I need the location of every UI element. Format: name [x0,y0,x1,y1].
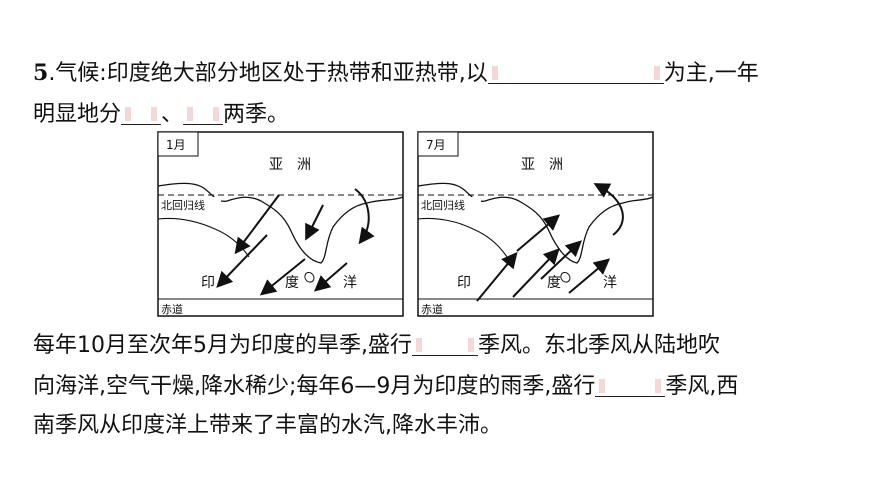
wind-arrow [234,194,280,255]
paragraph-text-2a: 向海洋,空气干燥,降水稀少;每年6—9月为印度的雨季,盛行 [33,374,596,399]
ocean-char-1: 印 [201,275,215,291]
question-text-1b: 为主,一年 [663,61,759,86]
question-text-1: .气候:印度绝大部分地区处于热带和亚热带,以 [48,61,488,86]
tropic-label: 北回归线 [161,198,205,212]
answer-blank-wet-monsoon[interactable] [595,372,666,397]
wind-arrow [516,214,561,252]
tropic-label: 北回归线 [421,198,465,212]
paragraph-text-2b: 季风,西 [665,374,739,399]
wind-arrows-southwest [476,183,624,302]
ocean-char-3: 洋 [343,275,357,291]
paragraph-text-1a: 每年10月至次年5月为印度的旱季,盛行 [33,333,412,358]
ocean-char-2: 度 [547,275,561,291]
separator: 、 [161,102,184,127]
question-number: 5 [33,60,49,86]
month-label: 7月 [426,138,446,152]
wind-arrow [216,234,268,288]
wind-arrow [313,262,348,292]
wind-arrow [568,258,611,294]
wind-arrow [259,258,306,296]
coastline [417,182,654,264]
answer-blank-dry-monsoon[interactable] [412,331,478,356]
map-frame [157,131,404,317]
ocean-char-2: 度 [285,275,299,291]
wind-arrow [512,248,560,298]
paragraph-text-3: 南季风从印度洋上带来了丰富的水汽,降水丰沛。 [33,413,502,438]
wind-arrow [476,251,518,302]
paragraph-line-1: 每年10月至次年5月为印度的旱季,盛行 季风。东北季风从陆地吹 [33,331,720,360]
equator-label: 赤道 [161,302,183,316]
question-text-2b: 两季。 [223,102,290,127]
wind-arrows-northeast [216,188,375,296]
answer-blank-climate[interactable] [487,59,664,84]
map-july: 7月 北回归线 赤道 亚 洲 印 度 洋 [417,131,654,317]
map-january: 1月 北回归线 赤道 亚 洲 印 度 洋 [157,131,404,317]
month-label: 1月 [166,138,186,152]
question-line-1: 5.气候:印度绝大部分地区处于热带和亚热带,以 为主,一年 [33,59,759,88]
wind-arrow [593,183,624,236]
question-line-2: 明显地分 、 两季。 [33,100,289,129]
ocean-char-3: 洋 [603,275,617,291]
paragraph-line-2: 向海洋,空气干燥,降水稀少;每年6—9月为印度的雨季,盛行 季风,西 [33,372,738,401]
coastline [157,182,404,264]
wind-arrow [354,188,375,245]
asia-label: 亚 洲 [269,157,311,173]
answer-blank-season-2[interactable] [183,100,224,125]
wind-arrow [540,240,582,280]
equator-label: 赤道 [421,302,443,316]
ocean-char-1: 印 [457,275,471,291]
paragraph-text-1b: 季风。东北季风从陆地吹 [478,333,721,358]
answer-blank-season-1[interactable] [121,100,162,125]
paragraph-line-3: 南季风从印度洋上带来了丰富的水汽,降水丰沛。 [33,412,502,440]
wind-arrow [305,204,324,241]
asia-label: 亚 洲 [521,157,563,173]
question-text-2a: 明显地分 [33,102,122,127]
map-frame [417,131,654,317]
